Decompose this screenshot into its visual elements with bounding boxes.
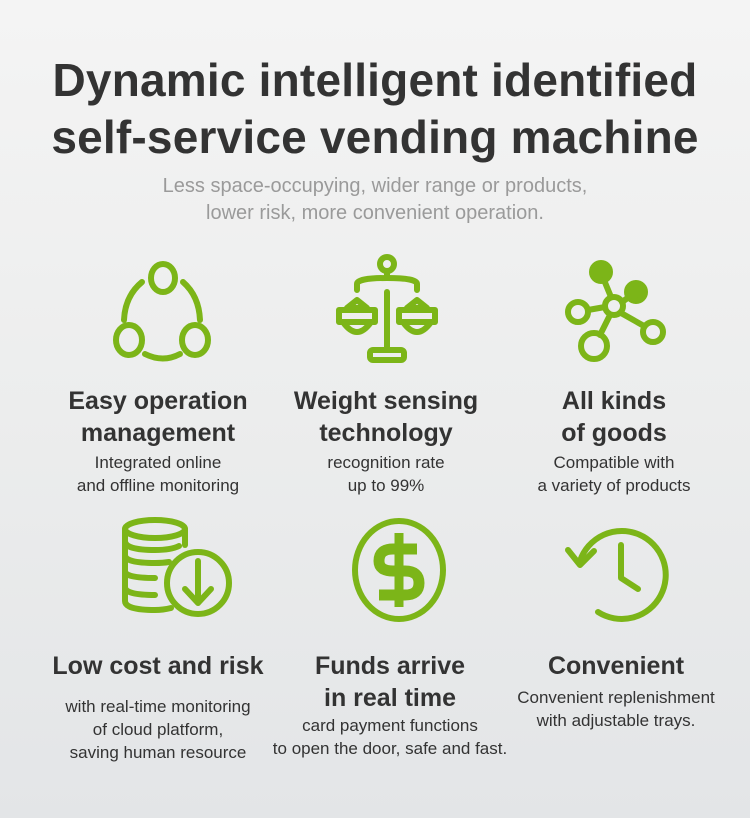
- feature-title: All kinds of goods: [484, 385, 744, 449]
- feature-easy-operation: Easy operation management Integrated onli…: [28, 385, 288, 497]
- desc-line: Convenient replenishment: [517, 688, 715, 707]
- feature-desc: card payment functions to open the door, …: [250, 714, 530, 760]
- cycle-people-icon: [103, 250, 223, 370]
- feature-weight-sensing: Weight sensing technology recognition rat…: [256, 385, 516, 497]
- title-line: management: [80, 419, 236, 447]
- feature-title: Easy operation management: [28, 385, 288, 449]
- clock-history-icon: [563, 515, 683, 635]
- desc-line: of cloud platform,: [92, 720, 224, 739]
- feature-low-cost: Low cost and risk with real-time monitor…: [28, 650, 288, 764]
- feature-desc: Convenient replenishment with adjustable …: [486, 686, 746, 732]
- title-line: in real time: [324, 684, 456, 712]
- desc-line: and offline monitoring: [76, 476, 240, 495]
- desc-line: a variety of products: [537, 476, 691, 495]
- title-line: of goods: [561, 419, 667, 447]
- feature-desc: recognition rate up to 99%: [256, 451, 516, 497]
- feature-desc: with real-time monitoring of cloud platfo…: [28, 695, 288, 764]
- desc-line: to open the door, safe and fast.: [272, 739, 508, 758]
- page-title: Dynamic intelligent identified self-serv…: [0, 52, 750, 166]
- coins-download-icon: [115, 515, 235, 635]
- subtitle-line-2: lower risk, more convenient operation.: [206, 202, 544, 224]
- title-line: Convenient: [547, 652, 685, 680]
- feature-desc: Integrated online and offline monitoring: [28, 451, 288, 497]
- feature-title: Low cost and risk: [28, 650, 288, 682]
- feature-title: Funds arrive in real time: [250, 650, 530, 714]
- desc-line: Integrated online: [94, 453, 222, 472]
- desc-line: Compatible with: [553, 453, 675, 472]
- title-line: Funds arrive: [314, 652, 466, 680]
- feature-title: Weight sensing technology: [256, 385, 516, 449]
- feature-desc: Compatible with a variety of products: [484, 451, 744, 497]
- network-nodes-icon: [556, 250, 676, 370]
- desc-line: up to 99%: [347, 476, 425, 495]
- desc-line: recognition rate: [327, 453, 445, 472]
- title-line: Weight sensing: [293, 387, 479, 415]
- desc-line: card payment functions: [302, 716, 478, 735]
- desc-line: with real-time monitoring: [65, 697, 251, 716]
- feature-funds-real-time: Funds arrive in real time card payment fu…: [250, 650, 530, 760]
- feature-title: Convenient: [486, 650, 746, 682]
- title-line: Low cost and risk: [52, 652, 264, 680]
- balance-scale-icon: [327, 250, 447, 370]
- title-line: technology: [319, 419, 453, 447]
- subtitle: Less space-occupying, wider range or pro…: [0, 173, 750, 227]
- title-line: Easy operation: [68, 387, 248, 415]
- title-line-1: Dynamic intelligent identified: [52, 54, 698, 106]
- title-line-2: self-service vending machine: [51, 111, 699, 163]
- desc-line: with adjustable trays.: [536, 711, 696, 730]
- feature-convenient: Convenient Convenient replenishment with …: [486, 650, 746, 732]
- subtitle-line-1: Less space-occupying, wider range or pro…: [162, 175, 588, 197]
- title-line: All kinds: [561, 387, 667, 415]
- desc-line: saving human resource: [69, 743, 247, 762]
- feature-all-kinds-goods: All kinds of goods Compatible with a varie…: [484, 385, 744, 497]
- dollar-coin-icon: [339, 513, 459, 633]
